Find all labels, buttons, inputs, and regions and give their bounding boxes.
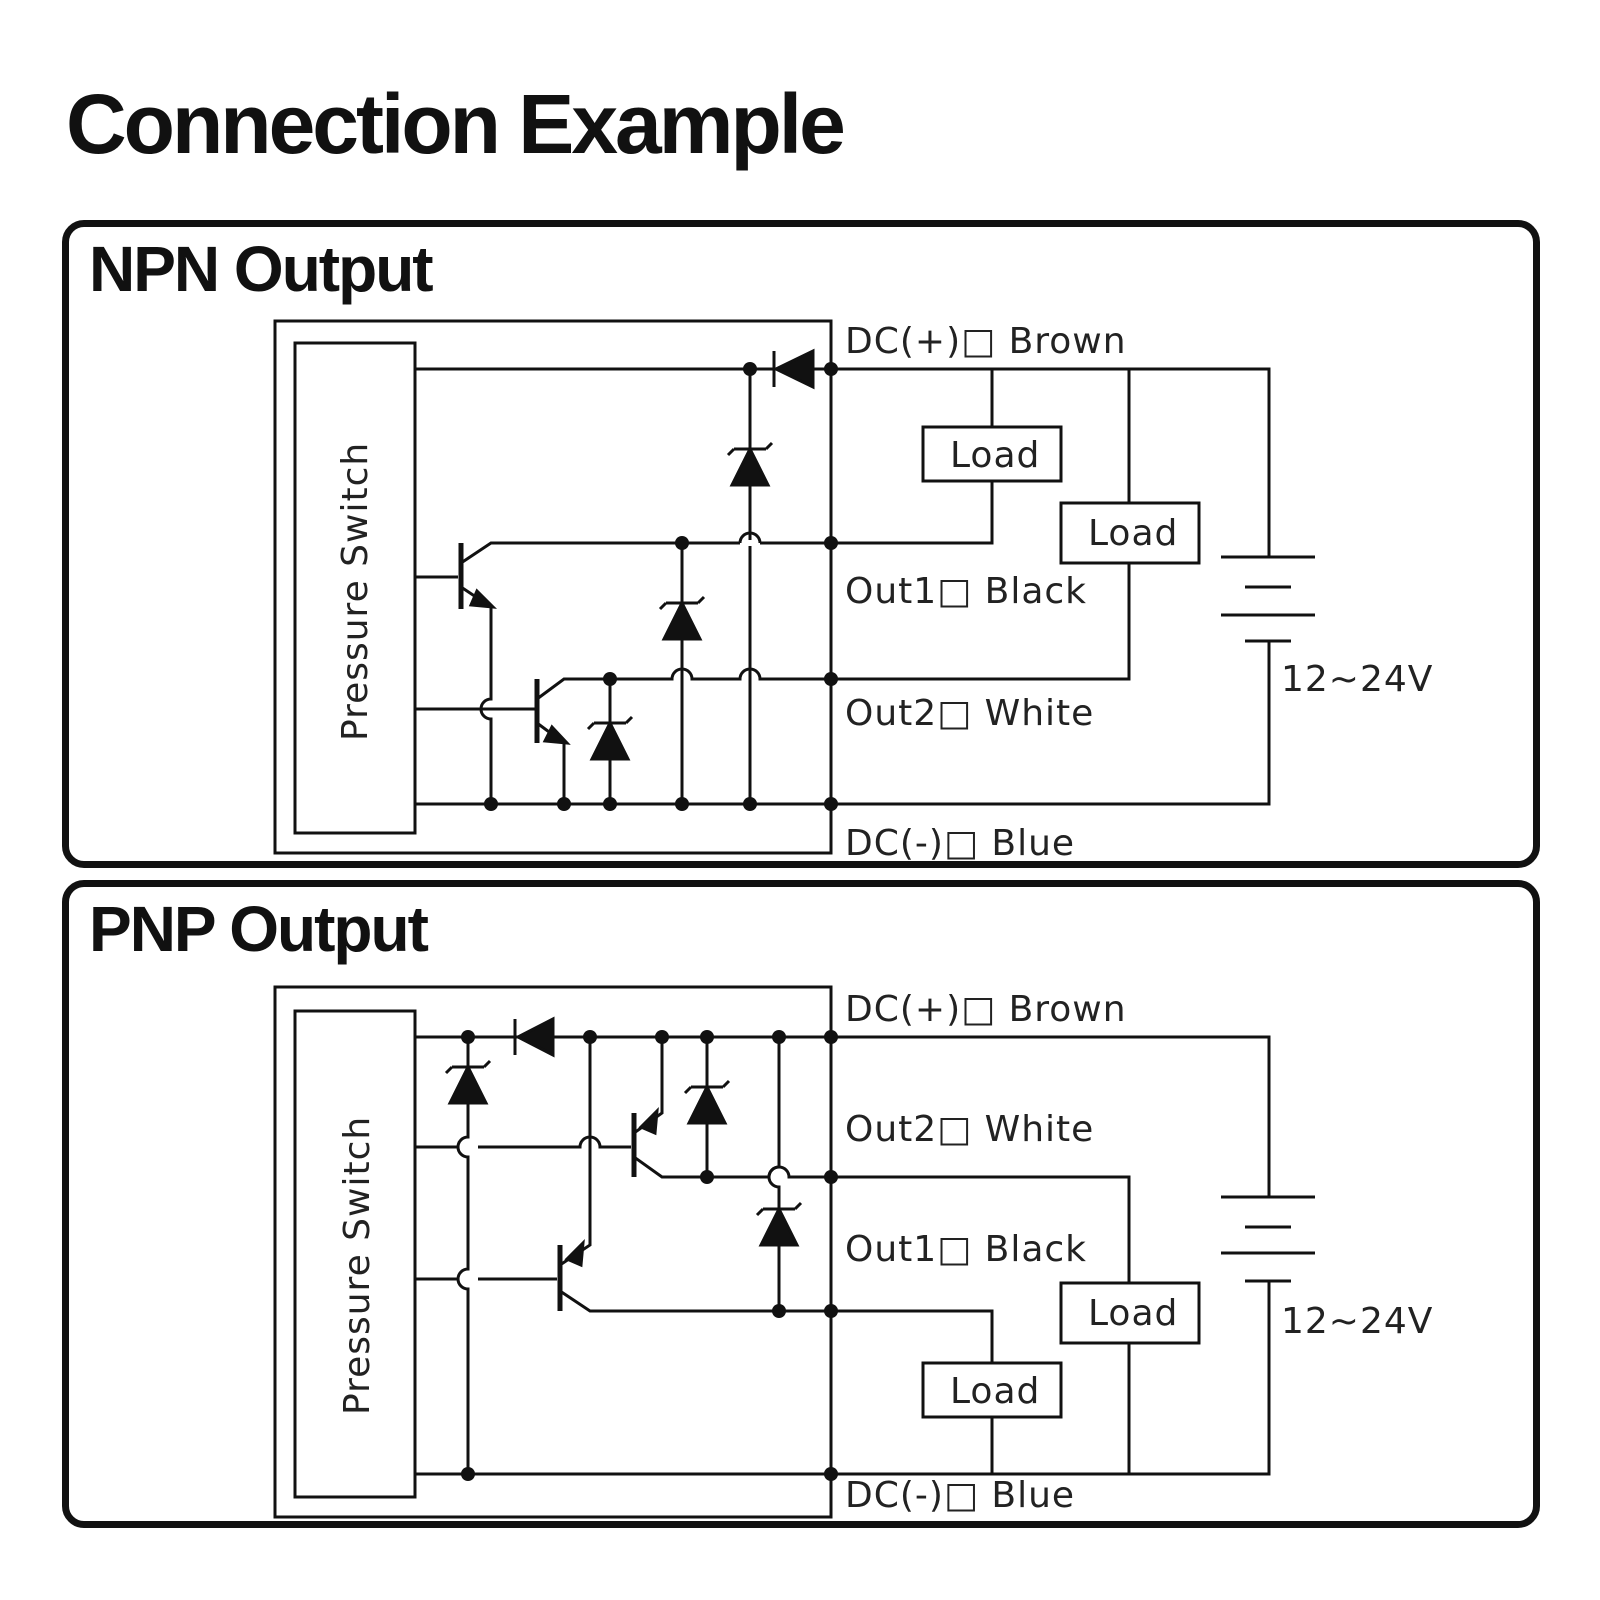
npn-zener-diode-out2 (589, 719, 631, 761)
pnp-dc-plus-label: DC(+)□ Brown (845, 989, 1127, 1030)
npn-load-1-label: Load (950, 435, 1040, 476)
pnp-panel-title: PNP Output (89, 893, 429, 965)
pnp-battery-plates (1221, 1195, 1315, 1283)
npn-junction-dots (484, 362, 838, 811)
npn-external-positive-wire (831, 367, 1271, 557)
npn-external-negative-wire (831, 641, 1271, 806)
npn-dc-plus-label: DC(+)□ Brown (845, 321, 1127, 362)
pnp-load-box-2 (921, 1361, 1063, 1419)
npn-out2-label: Out2□ White (845, 693, 1094, 734)
npn-out1-internal-wire (460, 541, 831, 565)
npn-zener-diode-supply (729, 445, 771, 487)
pnp-q2-emitter-arrow (638, 1107, 659, 1136)
npn-load-box-1 (921, 425, 1063, 483)
pnp-circuit-diagram: Pressure Switch DC(+)□ Brown Out2□ White… (273, 985, 1433, 1519)
npn-pressure-switch-block (293, 341, 417, 835)
pnp-pressure-switch-block (293, 1009, 417, 1499)
npn-out1-label: Out1□ Black (845, 571, 1087, 612)
pnp-out1-internal-wire (559, 1289, 831, 1313)
npn-q2-emitter-arrow (542, 724, 571, 745)
npn-reverse-polarity-diode (772, 348, 815, 390)
pnp-q1-emitter-arrow (564, 1239, 585, 1268)
pnp-zener-diode-supply (447, 1063, 489, 1105)
npn-panel-title: NPN Output (89, 233, 434, 305)
pnp-load-1-label: Load (1088, 1293, 1178, 1334)
pnp-dc-minus-label: DC(-)□ Blue (845, 1475, 1075, 1516)
npn-load-box-2 (1059, 501, 1201, 565)
pnp-output-panel: PNP Output (62, 880, 1540, 1528)
npn-zener-diode-out1 (661, 599, 703, 641)
pnp-supply-voltage-label: 12~24V (1281, 1301, 1433, 1342)
pnp-out2-internal-wire (633, 1155, 831, 1179)
npn-pressure-switch-label: Pressure Switch (335, 442, 376, 741)
npn-circuit-diagram: Pressure Switch DC(+)□ Brown Out1□ Black… (273, 319, 1433, 863)
pnp-out2-label: Out2□ White (845, 1109, 1094, 1150)
npn-battery-plates (1221, 555, 1315, 643)
npn-supply-voltage-label: 12~24V (1281, 659, 1433, 700)
pnp-zener-diode-out2 (686, 1083, 728, 1125)
npn-q1-emitter-arrow (468, 588, 497, 609)
pnp-reverse-polarity-diode (514, 1016, 555, 1058)
pnp-zener-diode-out1 (758, 1205, 800, 1247)
npn-out2-internal-wire (536, 667, 831, 701)
pnp-load-2-label: Load (950, 1371, 1040, 1412)
npn-output-panel: NPN Output (62, 220, 1540, 868)
pnp-load-box-1 (1059, 1281, 1201, 1345)
pnp-external-negative-wire (831, 1281, 1271, 1476)
pnp-pressure-switch-label: Pressure Switch (337, 1116, 378, 1415)
pnp-out1-label: Out1□ Black (845, 1229, 1087, 1270)
pnp-external-positive-wire (831, 1035, 1271, 1197)
npn-load-2-label: Load (1088, 513, 1178, 554)
npn-dc-minus-label: DC(-)□ Blue (845, 823, 1075, 863)
pnp-junction-dots (461, 1030, 838, 1481)
page-title: Connection Example (66, 77, 846, 171)
